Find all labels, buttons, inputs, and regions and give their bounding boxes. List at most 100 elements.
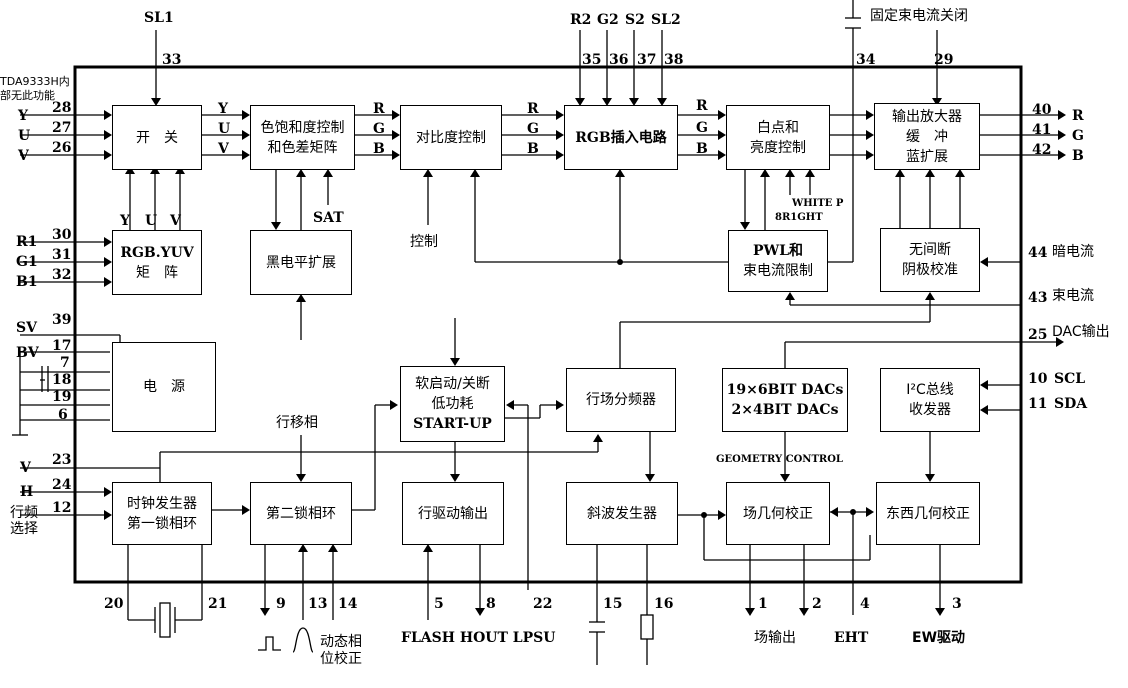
- dac-out-label: DAC输出: [1052, 324, 1110, 340]
- block-label: 蓝扩展: [906, 148, 948, 165]
- y-up-label: Y: [120, 213, 130, 229]
- dark-current-label: 暗电流: [1052, 244, 1094, 260]
- block-label: 东西几何校正: [886, 505, 970, 522]
- ew-drive-label: EW驱动: [912, 630, 966, 646]
- block-label: 输出放大器: [892, 108, 962, 125]
- block-label: 软启动/关断: [415, 376, 490, 392]
- u-mid-label: U: [218, 121, 231, 137]
- i2c-transceiver-block: I²C总线收发器: [880, 368, 980, 432]
- pin-27: 27: [52, 120, 72, 136]
- saturation-matrix-block: 色饱和度控制和色差矩阵: [250, 105, 355, 170]
- v-mid-label: V: [218, 141, 229, 157]
- block-label: START-UP: [413, 416, 492, 432]
- pin-21: 21: [208, 596, 228, 612]
- block-label: 低功耗: [431, 396, 474, 412]
- block-label: 亮度控制: [750, 139, 806, 156]
- g-b-label: G: [527, 121, 539, 137]
- pin-25: 25: [1028, 327, 1048, 343]
- pin-8: 8: [486, 596, 496, 612]
- sat-label: SAT: [313, 210, 344, 226]
- pin-35: 35: [582, 52, 602, 68]
- g2-label: G2: [597, 12, 619, 28]
- block-label: PWL和: [752, 243, 804, 259]
- pin-10: 10: [1028, 371, 1048, 387]
- pin-1: 1: [758, 596, 768, 612]
- switch-label: 开 关: [136, 129, 178, 146]
- bright-label: 8R1GHT: [775, 212, 823, 223]
- pin-20: 20: [104, 596, 124, 612]
- pin-41: 41: [1032, 122, 1052, 138]
- pin-39: 39: [52, 312, 72, 328]
- divider-block: 行场分频器: [566, 368, 676, 432]
- out-b-label: B: [1072, 148, 1084, 164]
- pin-12: 12: [52, 500, 72, 516]
- flash-hout-lpsu-label: FLASH HOUT LPSU: [401, 630, 556, 646]
- scl-label: SCL: [1054, 371, 1086, 387]
- pin-33: 33: [162, 52, 182, 68]
- pin-24: 24: [52, 477, 72, 493]
- block-label: 矩 阵: [136, 264, 178, 281]
- bv-label: BV: [16, 345, 39, 361]
- block-label: I²C总线: [906, 382, 954, 398]
- white-point-brightness-block: 白点和亮度控制: [726, 105, 830, 170]
- v-input-label: V: [18, 148, 29, 164]
- block-label: 行场分频器: [586, 392, 656, 408]
- output-amplifier-block: 输出放大器缓 冲蓝扩展: [874, 103, 980, 170]
- block-label: 场几何校正: [743, 505, 813, 522]
- block-label: 第二锁相环: [266, 505, 336, 522]
- block-label: 电 源: [143, 379, 185, 395]
- b-c-label: B: [696, 141, 708, 157]
- tda-note-1: TDA9333H内: [0, 75, 70, 88]
- g-a-label: G: [373, 121, 385, 137]
- pin-18: 18: [52, 372, 72, 388]
- block-label: RGB.YUV: [120, 244, 194, 261]
- block-label: 19×6BIT DACs: [726, 382, 844, 398]
- control-label: 控制: [410, 234, 438, 250]
- pin-43: 43: [1028, 290, 1048, 306]
- pin-36: 36: [609, 52, 629, 68]
- black-level-block: 黑电平扩展: [250, 230, 352, 295]
- pin-4: 4: [860, 596, 870, 612]
- out-g-label: G: [1072, 128, 1084, 144]
- eht-label: EHT: [834, 630, 869, 646]
- pin-13: 13: [308, 596, 328, 612]
- tda-note-2: 部无此功能: [0, 89, 55, 102]
- u-input-label: U: [18, 128, 31, 144]
- pin-14: 14: [338, 596, 358, 612]
- sda-label: SDA: [1054, 396, 1088, 412]
- block-label: RGB插入电路: [575, 129, 667, 146]
- beam-current-label: 束电流: [1052, 288, 1094, 304]
- geometry-control-label: GEOMETRY CONTROL: [716, 454, 843, 465]
- pin-9: 9: [276, 596, 286, 612]
- field-out-label: 场输出: [754, 630, 796, 646]
- block-label: 行驱动输出: [418, 505, 488, 522]
- second-pll-block: 第二锁相环: [250, 482, 352, 545]
- g1-label: G1: [16, 254, 38, 270]
- pin-32: 32: [52, 267, 72, 283]
- fixed-beam-off-label: 固定束电流关闭: [870, 8, 968, 24]
- out-r-label: R: [1072, 108, 1084, 124]
- r1-label: R1: [16, 234, 38, 250]
- contrast-control-block: 对比度控制: [400, 105, 502, 170]
- pin-19: 19: [52, 389, 72, 405]
- pin-2: 2: [812, 596, 822, 612]
- soft-start-block: 软启动/关断低功耗 START-UP: [400, 366, 505, 442]
- pin-42: 42: [1032, 142, 1052, 158]
- pin-7: 7: [60, 355, 70, 371]
- block-label: 阴极校准: [902, 262, 958, 278]
- line-freq-label-2: 选择: [10, 521, 38, 537]
- r2-label: R2: [570, 12, 592, 28]
- pin-3: 3: [952, 596, 962, 612]
- sl2-label: SL2: [651, 12, 681, 28]
- phase-shift-label: 行移相: [276, 415, 318, 431]
- line-drive-block: 行驱动输出: [402, 482, 504, 545]
- power-block: 电 源: [112, 342, 216, 432]
- r-c-label: R: [696, 98, 708, 114]
- pin-11: 11: [1028, 396, 1048, 412]
- pin-40: 40: [1032, 102, 1052, 118]
- b1-label: B1: [16, 274, 38, 290]
- dyn-phase-label-1: 动态相: [320, 634, 362, 650]
- pin-30: 30: [52, 227, 72, 243]
- pin-5: 5: [434, 596, 444, 612]
